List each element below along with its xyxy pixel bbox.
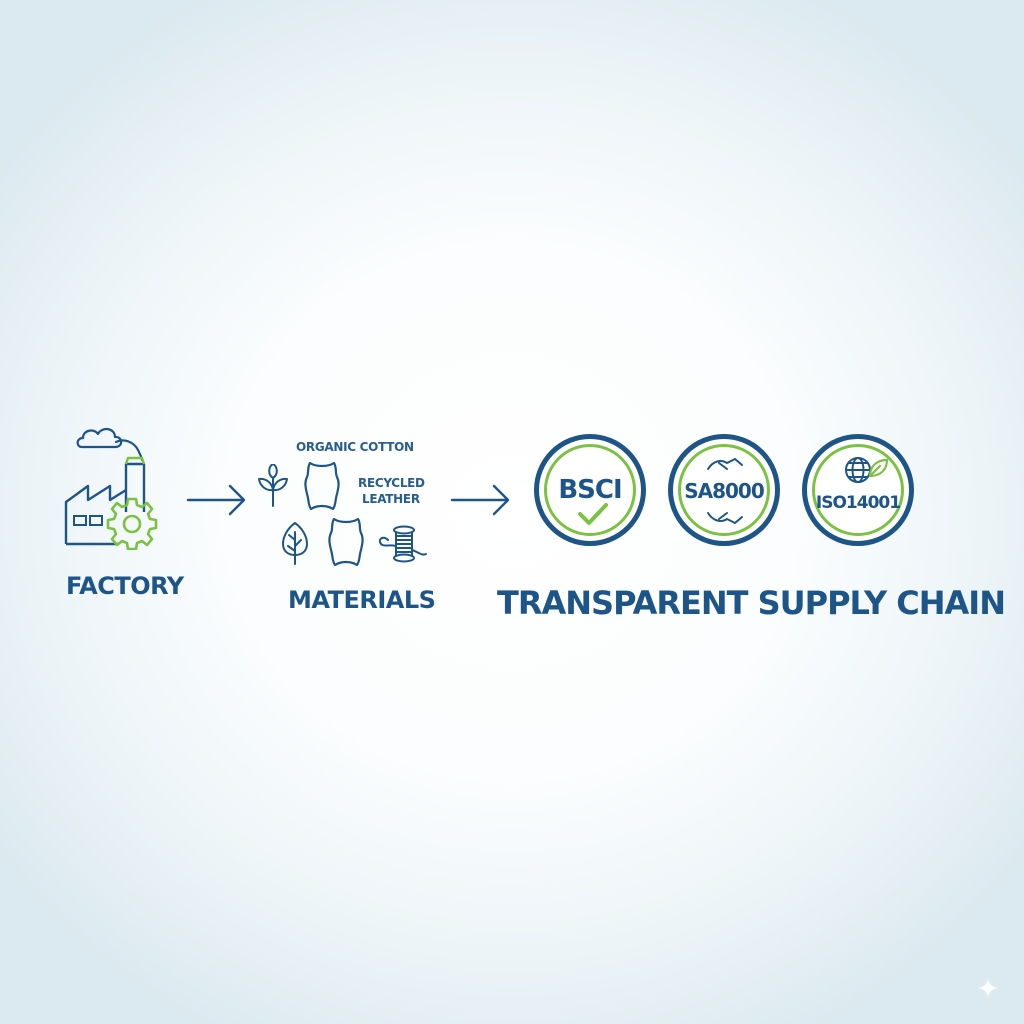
badge-label: SA8000 [684, 479, 765, 503]
handshake-icon [707, 512, 743, 524]
leather-hide-icon [304, 461, 340, 511]
sparkle-icon [977, 977, 999, 999]
factory-label: FACTORY [66, 572, 184, 600]
cloud-icon [76, 427, 144, 462]
handshake-icon [707, 458, 743, 470]
leather-hide-icon [328, 517, 364, 567]
badge-label: BSCI [558, 475, 622, 505]
recycled-label: RECYCLED [358, 476, 425, 490]
sa8000-badge: SA8000 [668, 434, 780, 546]
materials-label: MATERIALS [288, 586, 436, 614]
badge-label: ISO14001 [815, 493, 901, 513]
bsci-badge: BSCI [534, 434, 646, 546]
arrow-right-icon [450, 484, 510, 516]
checkmark-icon [578, 503, 608, 525]
leather-label: LEATHER [362, 492, 420, 506]
factory-icon [64, 427, 158, 550]
thread-spool-icon [378, 525, 427, 563]
supply-chain-title: TRANSPARENT SUPPLY CHAIN [497, 584, 1006, 622]
leaf-icon [868, 458, 889, 478]
organic-cotton-label: ORGANIC COTTON [296, 440, 414, 454]
iso14001-badge: ISO14001 [802, 434, 914, 546]
arrow-right-icon [186, 484, 246, 516]
gear-icon [106, 497, 158, 550]
tree-icon [282, 522, 308, 565]
leaf-icon [258, 464, 288, 507]
